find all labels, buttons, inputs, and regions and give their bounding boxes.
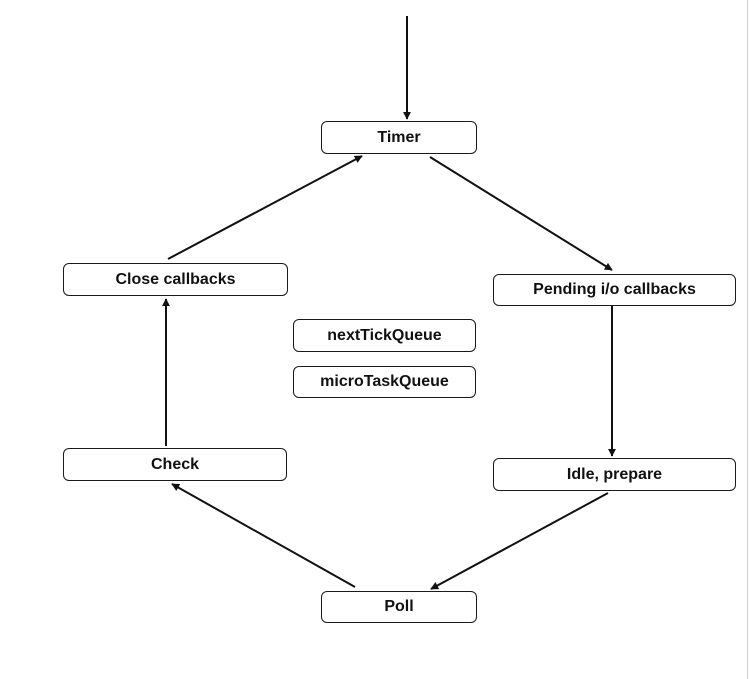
poll-node: Poll: [321, 591, 477, 623]
close-callbacks-node: Close callbacks: [63, 263, 288, 296]
pending-io-callbacks-label: Pending i/o callbacks: [533, 281, 696, 298]
idle-prepare-label: Idle, prepare: [566, 465, 663, 483]
micro-task-queue-label: microTaskQueue: [320, 373, 449, 390]
arrow-close-to-timer: [167, 155, 363, 260]
pending-io-callbacks-node: Pending i/o callbacks: [493, 274, 736, 306]
idle-prepare-node: Idle, prepare: [493, 458, 736, 491]
next-tick-queue-node: nextTickQueue: [293, 319, 476, 352]
arrow-timer-to-pending: [429, 156, 613, 271]
arrow-poll-to-check: [171, 483, 356, 588]
right-border: [747, 0, 748, 679]
timer-label: Timer: [377, 128, 421, 146]
timer-node: Timer: [321, 121, 477, 154]
arrow-idle-to-poll: [430, 492, 609, 590]
micro-task-queue-node: microTaskQueue: [293, 366, 476, 398]
next-tick-queue-label: nextTickQueue: [327, 326, 442, 344]
poll-label: Poll: [384, 598, 414, 615]
close-callbacks-label: Close callbacks: [115, 270, 236, 288]
check-label: Check: [150, 455, 200, 473]
check-node: Check: [63, 448, 287, 481]
